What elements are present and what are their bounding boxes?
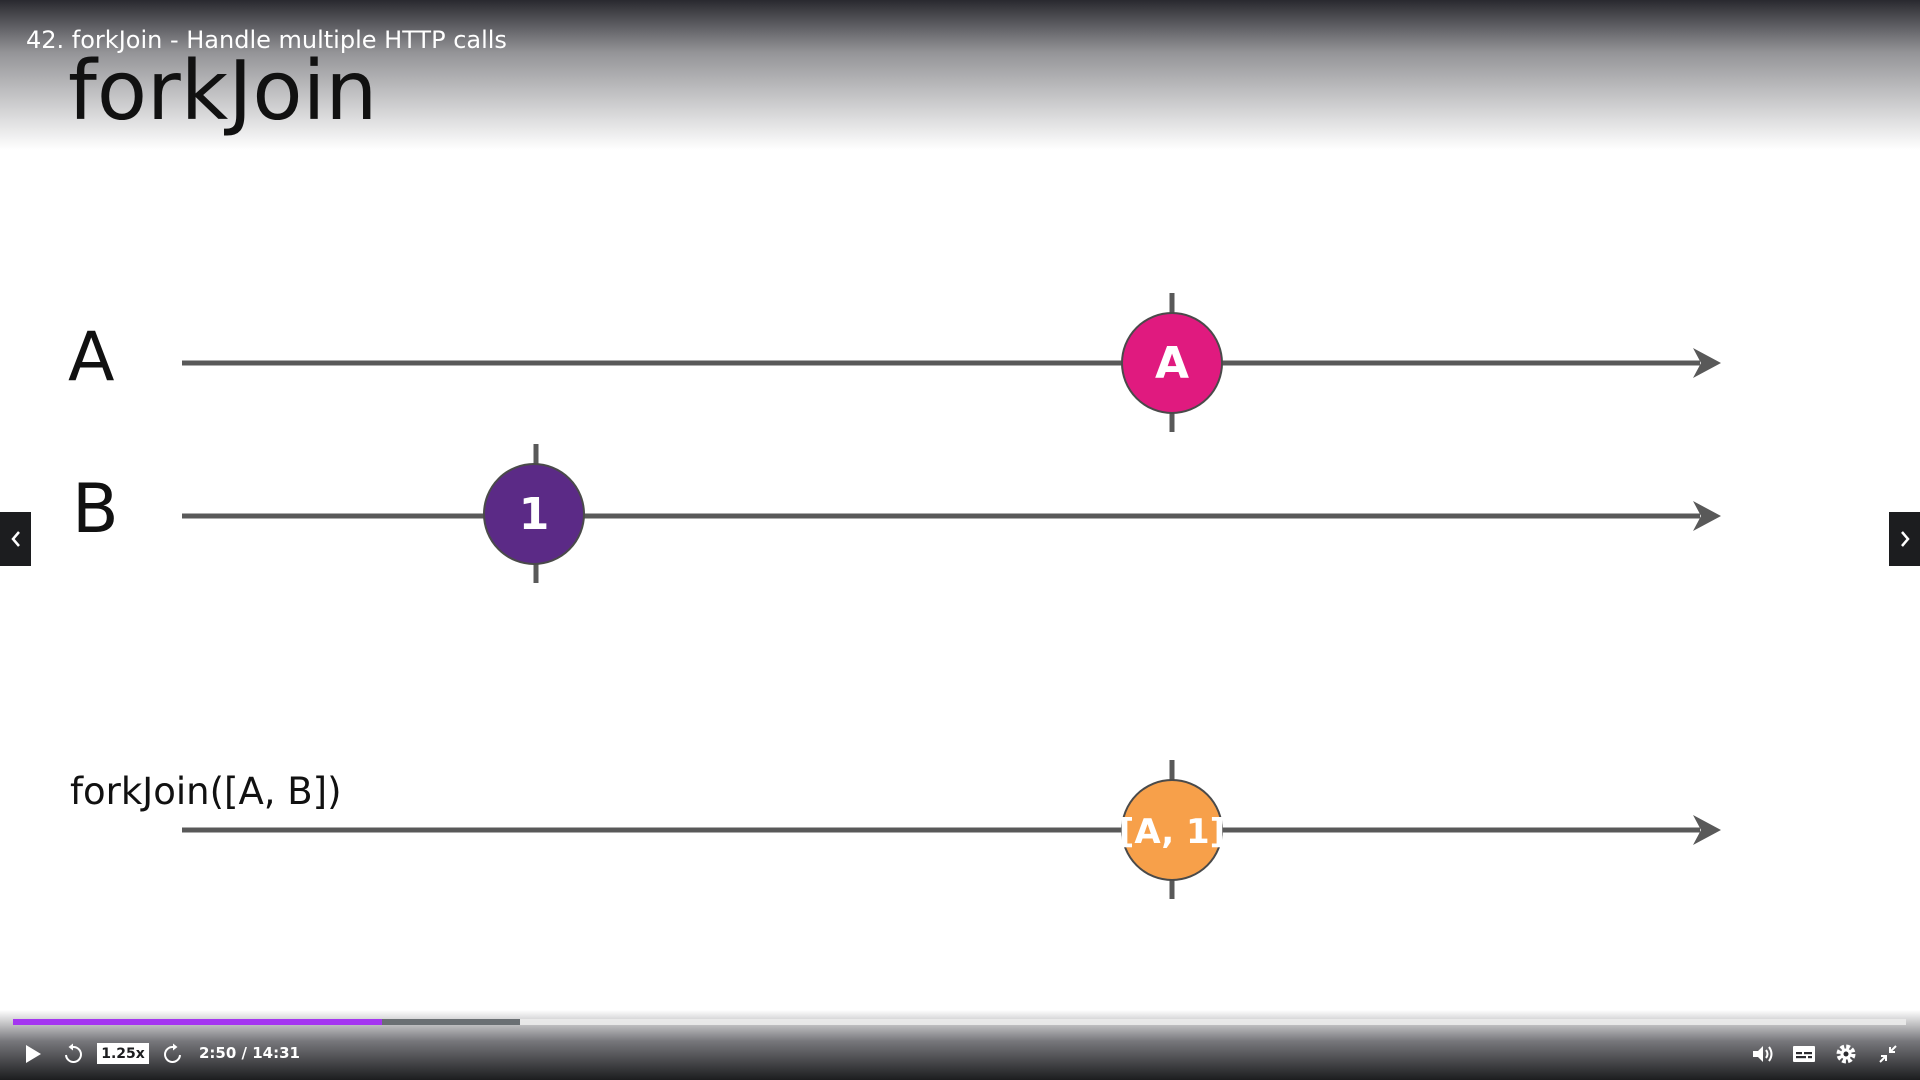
time-readout: 2:50 / 14:31 bbox=[199, 1044, 300, 1062]
marble-result-label: [A, 1] bbox=[1119, 812, 1225, 852]
marble-a-label: A bbox=[1155, 338, 1189, 389]
settings-button[interactable] bbox=[1833, 1042, 1859, 1066]
next-lecture-button[interactable] bbox=[1889, 512, 1920, 566]
rewind-icon bbox=[65, 1043, 82, 1063]
marble-result bbox=[1121, 779, 1223, 881]
exit-fullscreen-icon bbox=[1879, 1045, 1897, 1063]
chevron-right-icon bbox=[1900, 531, 1910, 547]
progress-bar[interactable] bbox=[13, 1019, 1906, 1025]
volume-icon bbox=[1753, 1046, 1773, 1062]
forward-icon bbox=[164, 1043, 181, 1063]
timeline-b: 1 bbox=[182, 444, 1721, 583]
captions-icon bbox=[1793, 1046, 1815, 1062]
lecture-title: 42. forkJoin - Handle multiple HTTP call… bbox=[26, 26, 507, 54]
slide-title: forkJoin bbox=[68, 44, 378, 139]
settings-icon bbox=[1836, 1044, 1856, 1064]
play-icon bbox=[26, 1045, 41, 1063]
timeline-a: A bbox=[182, 293, 1721, 432]
volume-button[interactable] bbox=[1750, 1042, 1776, 1066]
timeline-b-arrowhead bbox=[1693, 501, 1721, 531]
play-button[interactable] bbox=[20, 1042, 46, 1066]
row-label-b: B bbox=[72, 470, 119, 549]
previous-lecture-button[interactable] bbox=[0, 512, 31, 566]
marble-1 bbox=[483, 463, 585, 565]
marble-1-label: 1 bbox=[519, 489, 550, 540]
chevron-left-icon bbox=[10, 531, 20, 547]
exit-fullscreen-button[interactable] bbox=[1875, 1042, 1901, 1066]
row-label-forkjoin: forkJoin([A, B]) bbox=[70, 770, 342, 813]
forward-button[interactable] bbox=[160, 1042, 186, 1066]
playback-speed-button[interactable]: 1.25x bbox=[97, 1043, 149, 1064]
progress-played bbox=[13, 1019, 383, 1025]
row-label-a: A bbox=[68, 318, 115, 397]
marble-a bbox=[1121, 312, 1223, 414]
timeline-a-arrowhead bbox=[1693, 348, 1721, 378]
timeline-forkjoin: [A, 1] bbox=[182, 760, 1721, 899]
captions-button[interactable] bbox=[1791, 1042, 1817, 1066]
timeline-forkjoin-arrowhead bbox=[1693, 815, 1721, 845]
rewind-button[interactable] bbox=[60, 1042, 86, 1066]
